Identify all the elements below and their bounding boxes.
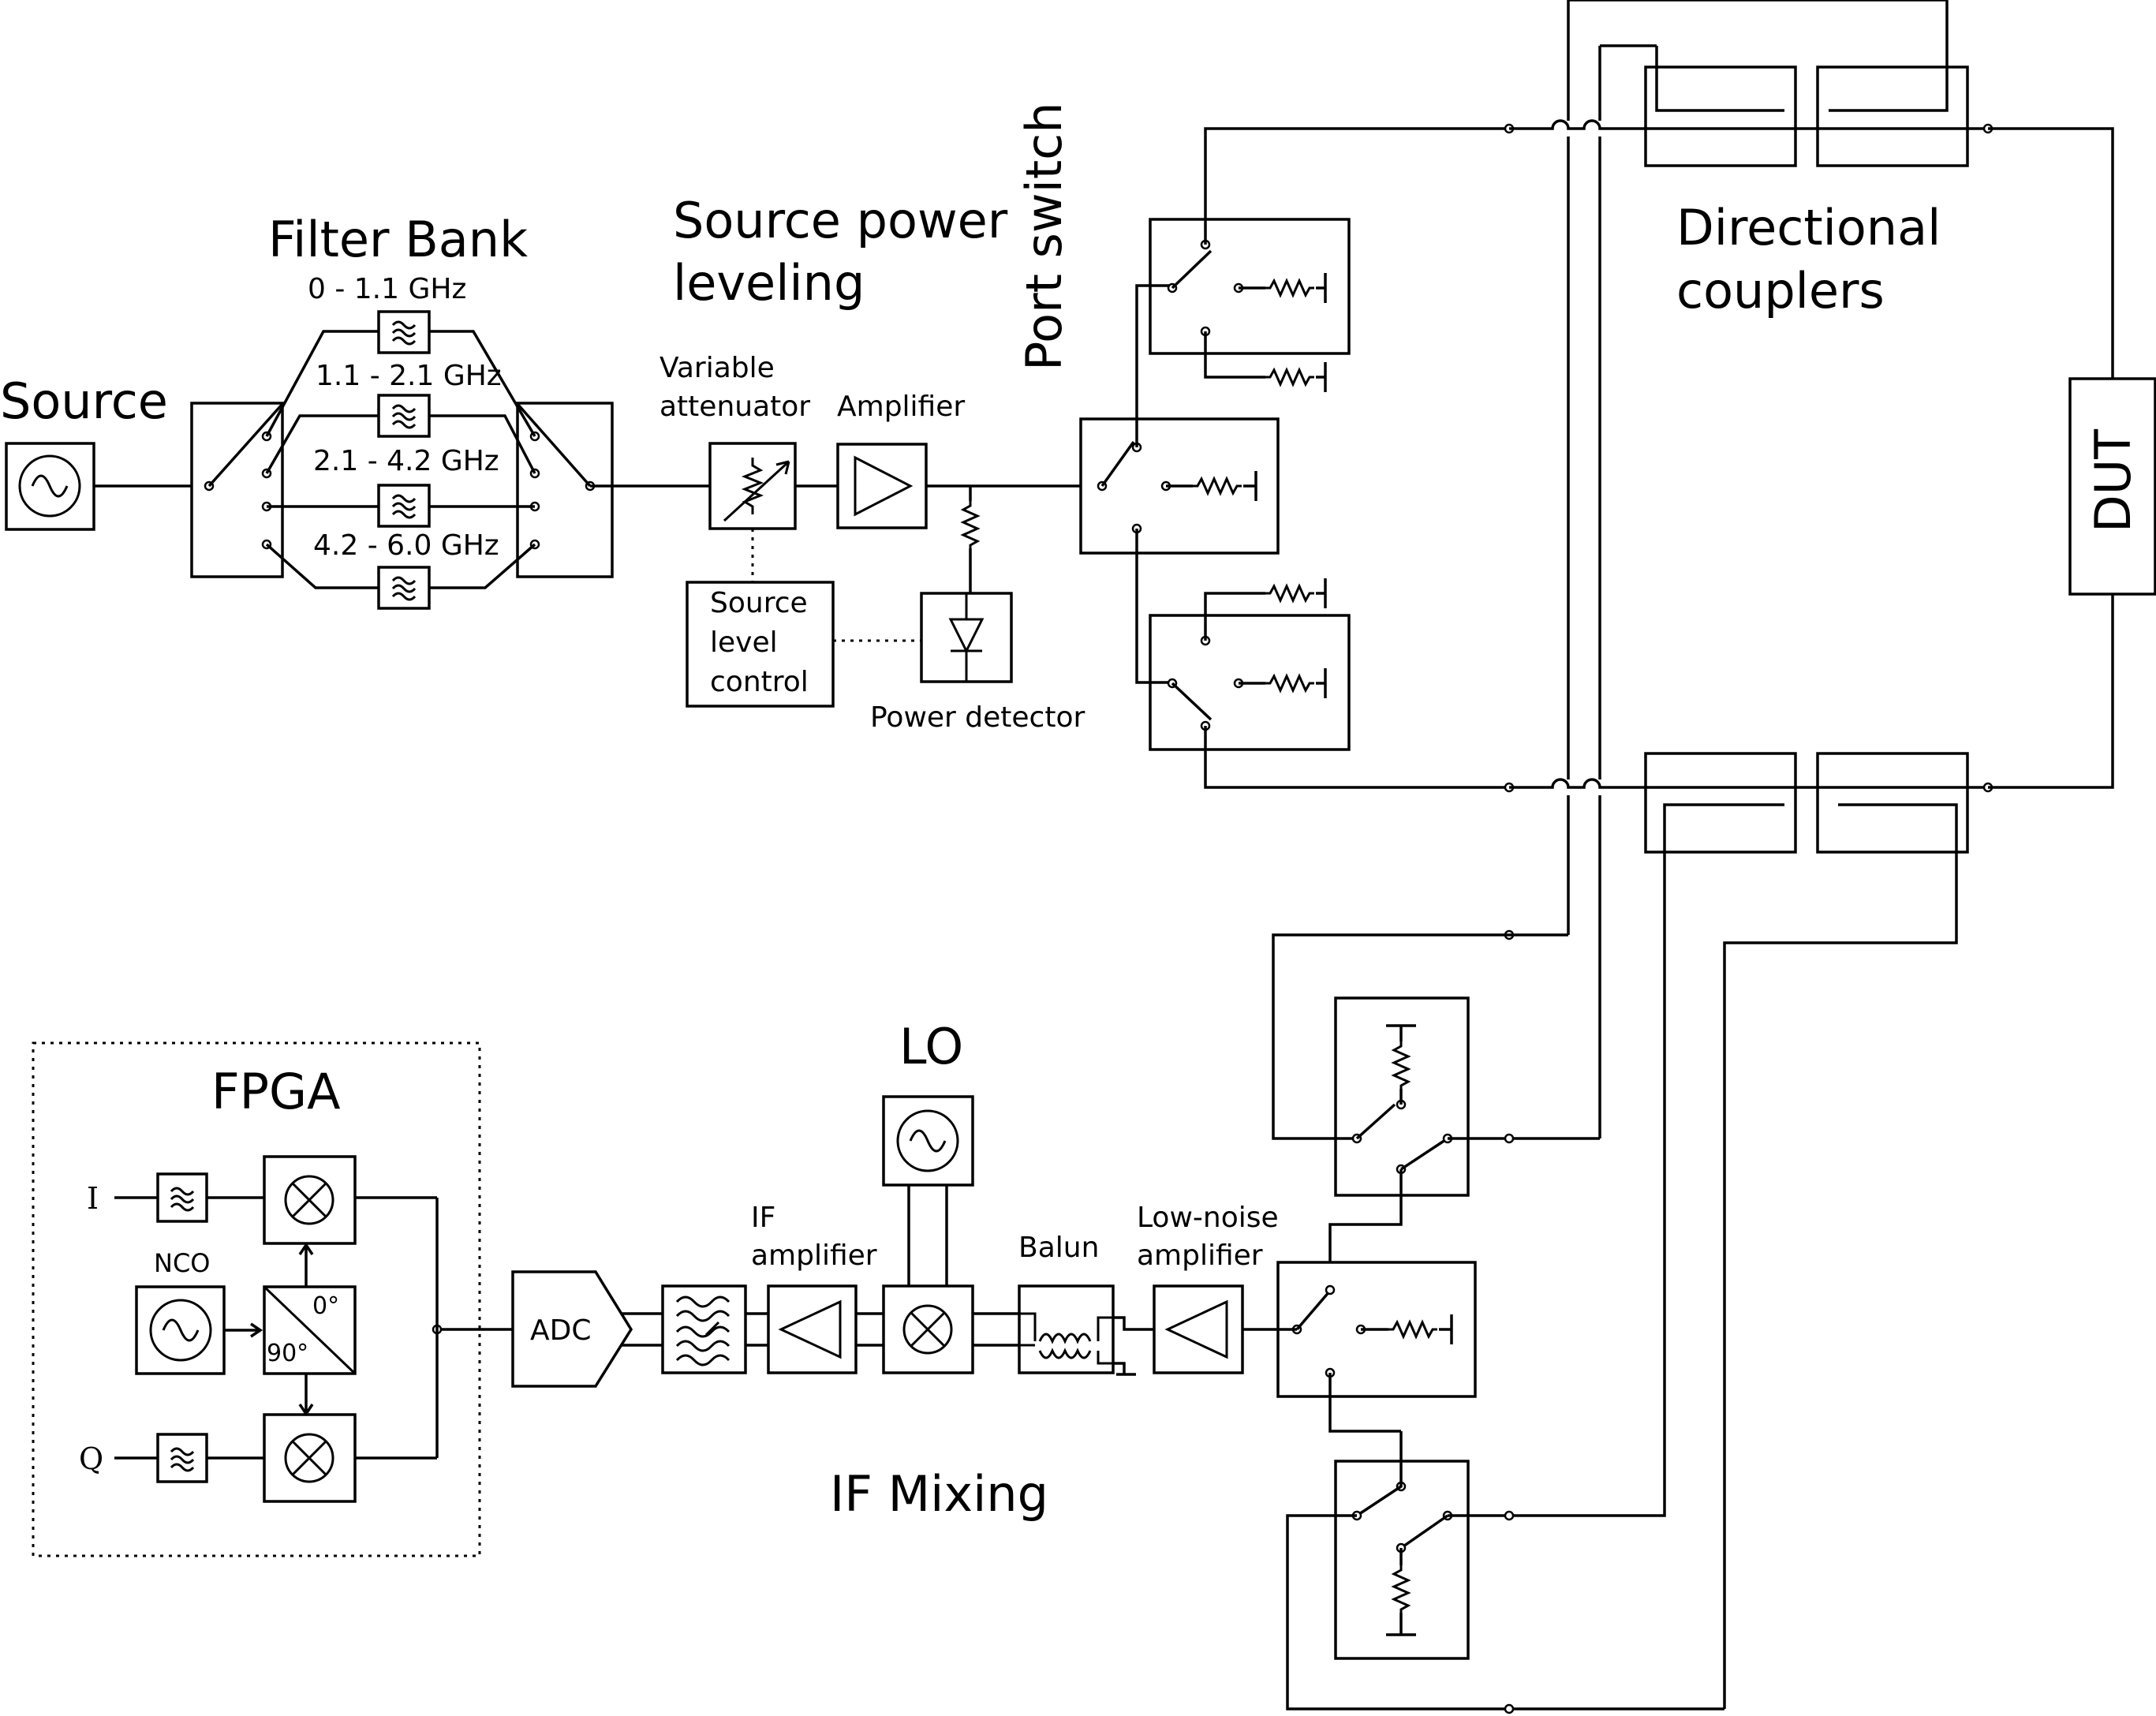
fpga-title: FPGA bbox=[211, 1063, 341, 1120]
if-mixing-title: IF Mixing bbox=[830, 1465, 1048, 1523]
source-power-title-1: Source power bbox=[673, 192, 1008, 249]
amplifier-label: Amplifier bbox=[837, 391, 965, 423]
band-1-label: 1.1 - 2.1 GHz bbox=[316, 360, 502, 392]
directional-couplers bbox=[1504, 0, 2114, 1709]
power-detector-label: Power detector bbox=[870, 701, 1085, 734]
source-power-title-2: leveling bbox=[673, 254, 865, 312]
source-block bbox=[5, 442, 95, 531]
adc-label: ADC bbox=[530, 1314, 591, 1347]
amplifier-block bbox=[836, 443, 928, 529]
variable-attenuator bbox=[708, 442, 797, 530]
filter-bank-title: Filter Bank bbox=[268, 211, 528, 268]
if-amplifier bbox=[767, 1284, 858, 1374]
phase-90-label: 90° bbox=[267, 1340, 308, 1367]
port-switch bbox=[1079, 127, 1509, 789]
directional-couplers-title-2: couplers bbox=[1676, 262, 1885, 320]
low-noise-amplifier bbox=[1153, 1284, 1244, 1374]
source-level-label-1: Source bbox=[710, 587, 808, 619]
lo-oscillator bbox=[882, 1095, 974, 1187]
lo-title: LO bbox=[899, 1018, 963, 1075]
band-2-label: 2.1 - 4.2 GHz bbox=[313, 445, 499, 477]
adc-block bbox=[511, 1270, 633, 1388]
rx-switch-middle bbox=[1276, 1261, 1477, 1433]
band-3-label: 4.2 - 6.0 GHz bbox=[313, 529, 499, 562]
filter-bank bbox=[190, 310, 710, 610]
balun-label: Balun bbox=[1018, 1232, 1099, 1264]
source-level-label-2: level bbox=[710, 626, 778, 659]
port-switch-title: Port switch bbox=[1015, 102, 1073, 371]
i-label: I bbox=[87, 1181, 99, 1216]
source-level-control bbox=[686, 581, 835, 708]
if-filter bbox=[661, 1284, 747, 1374]
band-0-label: 0 - 1.1 GHz bbox=[308, 273, 466, 305]
directional-couplers-title-1: Directional bbox=[1676, 199, 1941, 256]
if-amplifier-label-1: IF bbox=[751, 1202, 775, 1234]
variable-attenuator-label-1: Variable bbox=[660, 352, 775, 384]
rx-switch-upper bbox=[1272, 929, 1600, 1329]
phase-0-label: 0° bbox=[312, 1292, 339, 1320]
source-title: Source bbox=[0, 372, 168, 430]
nco-label: NCO bbox=[154, 1248, 210, 1278]
balun-block bbox=[1018, 1284, 1115, 1374]
dut-label: DUT bbox=[2084, 428, 2142, 533]
dut-block bbox=[2068, 377, 2156, 596]
fpga-block bbox=[32, 1041, 481, 1557]
source-level-label-3: control bbox=[710, 666, 809, 698]
mixer-block bbox=[882, 1284, 974, 1374]
variable-attenuator-label-2: attenuator bbox=[660, 391, 810, 423]
power-detector bbox=[920, 592, 1013, 683]
lna-label-2: amplifier bbox=[1137, 1239, 1263, 1272]
lna-label-1: Low-noise bbox=[1137, 1202, 1279, 1234]
if-amplifier-label-2: amplifier bbox=[751, 1239, 877, 1272]
rx-switch-lower bbox=[1286, 1431, 1724, 1714]
q-label: Q bbox=[79, 1441, 103, 1476]
